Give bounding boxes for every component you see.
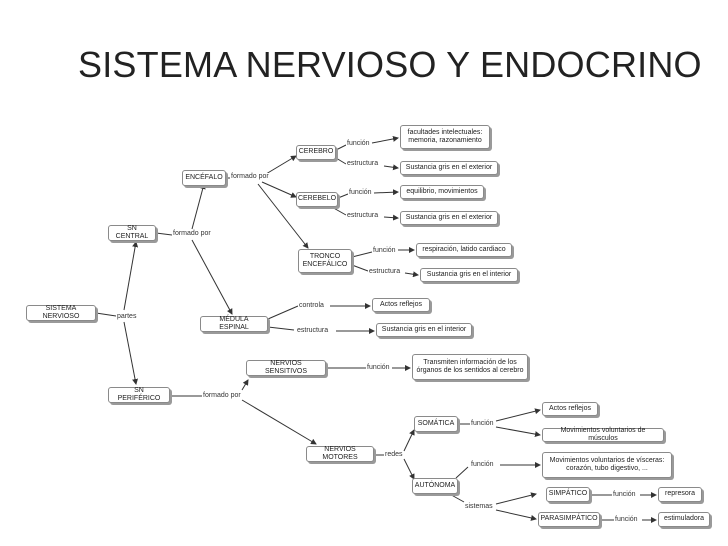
- node-sn-periferico: SN PERIFÉRICO: [108, 387, 170, 403]
- label-funcion-autonoma: función: [470, 461, 495, 468]
- node-represora: represora: [658, 487, 702, 502]
- node-autonoma-funcion: Movimientos voluntarios de vísceras: cor…: [542, 452, 672, 478]
- label-funcion-simpatico: función: [612, 491, 637, 498]
- node-cerebro-estructura: Sustancia gris en el exterior: [400, 161, 498, 175]
- label-redes: redes: [384, 451, 404, 458]
- node-medula-controla: Actos reflejos: [372, 298, 430, 312]
- label-funcion-somatica: función: [470, 420, 495, 427]
- node-tronco-encefalico: TRONCO ENCEFÁLICO: [298, 249, 352, 273]
- node-somatica-movimientos: Movimientos voluntarios de músculos: [542, 427, 664, 442]
- node-somatica: SOMÁTICA: [414, 416, 458, 432]
- node-cerebelo-funcion: equilibrio, movimientos: [400, 185, 484, 199]
- label-funcion-parasimpatico: función: [614, 516, 639, 523]
- label-controla: controla: [298, 302, 325, 309]
- page-title: SISTEMA NERVIOSO Y ENDOCRINO: [78, 44, 702, 85]
- node-nervios-sensitivos: NERVIOS SENSITIVOS: [246, 360, 326, 376]
- node-tronco-funcion: respiración, latido cardiaco: [416, 243, 512, 257]
- node-somatica-actos-reflejos: Actos reflejos: [542, 402, 598, 416]
- node-sistema-nervioso: SISTEMA NERVIOSO: [26, 305, 96, 321]
- node-cerebro: CEREBRO: [296, 145, 336, 160]
- node-sn-central: SN CENTRAL: [108, 225, 156, 241]
- label-formado-por-encefalo: formado por: [230, 173, 270, 180]
- node-tronco-estructura: Sustancia gris en el interior: [420, 268, 518, 282]
- node-medula-espinal: MÉDULA ESPINAL: [200, 316, 268, 332]
- node-medula-estructura: Sustancia gris en el interior: [376, 323, 472, 337]
- node-cerebelo: CEREBELO: [296, 192, 338, 207]
- node-autonoma: AUTÓNOMA: [412, 478, 458, 494]
- label-funcion-cerebro: función: [346, 140, 371, 147]
- label-estructura-cerebelo: estructura: [346, 212, 380, 219]
- label-funcion-cerebelo: función: [348, 189, 373, 196]
- label-formado-por-central: formado por: [172, 230, 212, 237]
- node-cerebro-funcion: facultades intelectuales: memoria, razon…: [400, 125, 490, 149]
- label-sistemas: sistemas: [464, 503, 494, 510]
- node-cerebelo-estructura: Sustancia gris en el exterior: [400, 211, 498, 225]
- node-estimuladora: estimuladora: [658, 512, 710, 527]
- label-partes: partes: [116, 313, 138, 320]
- node-sensitivos-funcion: Transmiten información de los órganos de…: [412, 354, 528, 380]
- node-parasimpatico: PARASIMPÁTICO: [538, 512, 600, 527]
- node-simpatico: SIMPÁTICO: [546, 487, 590, 502]
- node-nervios-motores: NERVIOS MOTORES: [306, 446, 374, 462]
- label-funcion-sensitivos: función: [366, 364, 391, 371]
- node-encefalo: ENCÉFALO: [182, 170, 226, 186]
- label-funcion-tronco: función: [372, 247, 397, 254]
- label-estructura-tronco: estructura: [368, 268, 402, 275]
- label-estructura-cerebro: estructura: [346, 160, 380, 167]
- label-estructura-medula: estructura: [296, 327, 330, 334]
- label-formado-por-periferico: formado por: [202, 392, 242, 399]
